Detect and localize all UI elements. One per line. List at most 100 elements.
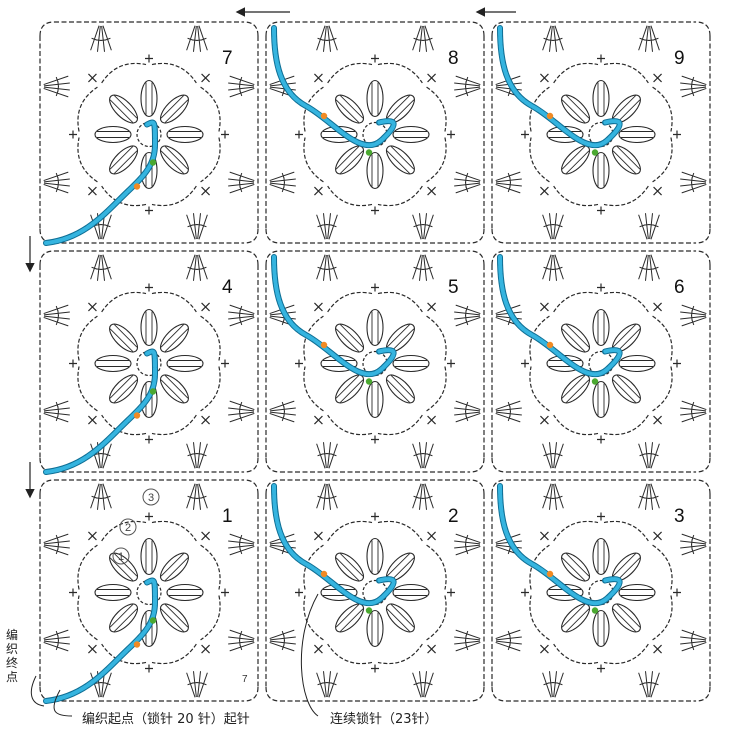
petal-cluster [367,539,383,575]
corner-chain-arc [40,251,54,265]
corner-chain-arc [696,229,710,243]
outer-chain-loop [78,316,98,360]
outer-chain-loop [201,595,221,639]
slip-stitch-marker-orange [134,641,140,647]
corner-chain-arc [492,458,506,472]
petal-cluster [367,611,383,647]
corner-chain-arc [244,480,258,494]
single-crochet-symbol [371,207,379,215]
petal-outline [331,549,368,586]
single-crochet-x-symbol [202,187,210,195]
single-crochet-symbol [295,589,303,597]
petal-outline [382,600,419,637]
outer-chain-loop [328,186,372,206]
single-crochet-symbol [597,436,605,444]
petal-outline [105,91,142,128]
petal-outline [593,382,609,418]
petal-cluster [382,142,419,179]
petal-cluster [331,91,368,128]
petal-outline [331,320,368,357]
single-crochet-x-symbol [202,74,210,82]
outer-chain-loop [201,137,221,181]
outer-chain-loop [378,292,422,312]
slip-stitch-marker-orange [547,113,553,119]
petal-outline [608,371,645,408]
single-crochet-x-symbol [202,303,210,311]
single-crochet-symbol [145,55,153,63]
petal-outline [95,585,131,601]
single-crochet-x-symbol [88,645,96,653]
single-crochet-symbol [295,131,303,139]
outer-chain-loop [530,366,550,410]
petal-outline [367,310,383,346]
petal-outline [167,585,203,601]
single-crochet-x-symbol [540,187,548,195]
petal-outline [557,320,594,357]
petal-outline [619,127,655,143]
single-crochet-x-symbol [428,303,436,311]
outer-chain-loop [152,521,196,541]
petal-outline [331,91,368,128]
petal-cluster [105,91,142,128]
petal-cluster [156,91,193,128]
single-crochet-x-symbol [540,74,548,82]
single-crochet-x-symbol [88,303,96,311]
slip-stitch-marker-orange [547,571,553,577]
outer-chain-loop [378,644,422,664]
single-crochet-symbol [597,284,605,292]
outer-chain-loop [427,366,447,410]
single-crochet-x-symbol [88,416,96,424]
outer-chain-loop [554,644,598,664]
petal-outline [167,356,203,372]
petal-cluster [557,320,594,357]
outer-chain-loop [427,87,447,131]
outer-chain-loop [152,186,196,206]
petal-outline [557,91,594,128]
single-crochet-x-symbol [88,532,96,540]
petal-cluster [382,600,419,637]
petal-outline [156,91,193,128]
outer-chain-loop [530,137,550,181]
petal-cluster [331,320,368,357]
corner-chain-arc [696,458,710,472]
motif-number: 2 [448,506,459,527]
slip-stitch-marker-orange [321,571,327,577]
single-crochet-symbol [447,589,455,597]
petal-outline [619,356,655,372]
petal-cluster [331,549,368,586]
single-crochet-x-symbol [314,74,322,82]
motif-number: 1 [222,506,233,527]
petal-cluster [593,382,609,418]
outer-chain-loop [427,137,447,181]
corner-chain-arc [492,687,506,701]
corner-chain-arc [244,687,258,701]
petal-cluster [593,81,609,117]
petal-outline [367,382,383,418]
petal-outline [367,81,383,117]
corner-chain-arc [492,229,506,243]
petal-outline [105,320,142,357]
outer-chain-loop [328,521,372,541]
outer-chain-loop [378,415,422,435]
outer-chain-loop [554,292,598,312]
slip-stitch-marker-green [366,149,372,155]
single-crochet-symbol [221,360,229,368]
single-crochet-x-symbol [428,645,436,653]
outer-chain-loop [102,292,146,312]
petal-cluster [367,310,383,346]
petal-cluster [367,81,383,117]
outer-chain-loop [378,63,422,83]
outer-chain-loop [201,316,221,360]
single-crochet-symbol [673,131,681,139]
petal-outline [557,549,594,586]
corner-chain-arc [470,458,484,472]
petal-cluster [156,549,193,586]
petal-cluster [593,153,609,189]
outer-chain-loop [304,137,324,181]
single-crochet-x-symbol [88,74,96,82]
outer-chain-loop [653,545,673,589]
petal-cluster [167,356,203,372]
single-crochet-x-symbol [654,303,662,311]
corner-chain-arc [470,22,484,36]
round-marker-1: 1 [118,551,124,563]
